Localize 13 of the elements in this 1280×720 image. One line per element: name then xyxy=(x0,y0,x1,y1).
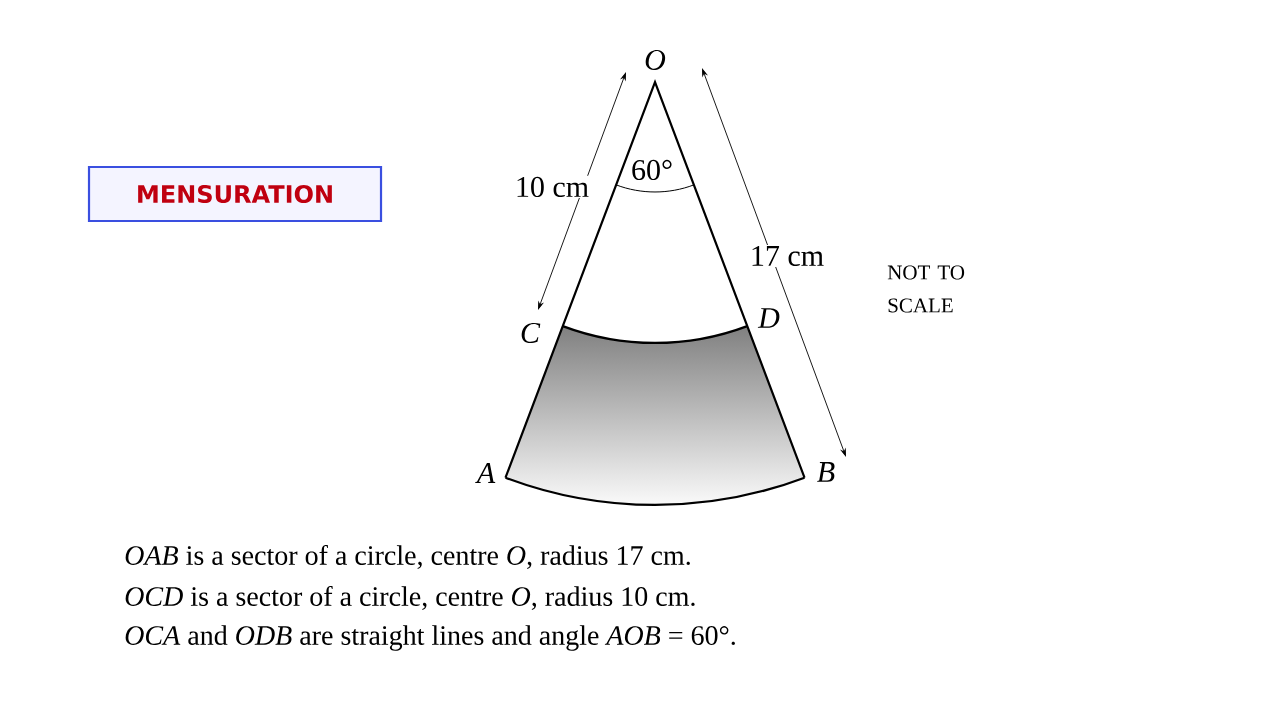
caption-text: OCD is a sector of a circle, centre O, radius 10 cm. xyxy=(125,586,695,610)
dimension-label: 10 cm xyxy=(513,175,591,199)
point-label: B xyxy=(815,461,837,483)
caption-text: OCA and ODB are straight lines and angle AOB = 60°. xyxy=(125,625,735,651)
point-label: O xyxy=(643,48,667,72)
note: NOT TO SCALE xyxy=(887,265,965,313)
point-label: A xyxy=(475,462,497,484)
caption-text: OAB is a sector of a circle, centre O, radius 17 cm. xyxy=(125,545,690,569)
point-label: C xyxy=(519,321,541,345)
angle-label: 60° xyxy=(632,159,672,181)
title-box: MENSURATION xyxy=(87,165,383,223)
point-label: D xyxy=(757,307,781,329)
dimension-label: 17 cm xyxy=(748,244,826,268)
